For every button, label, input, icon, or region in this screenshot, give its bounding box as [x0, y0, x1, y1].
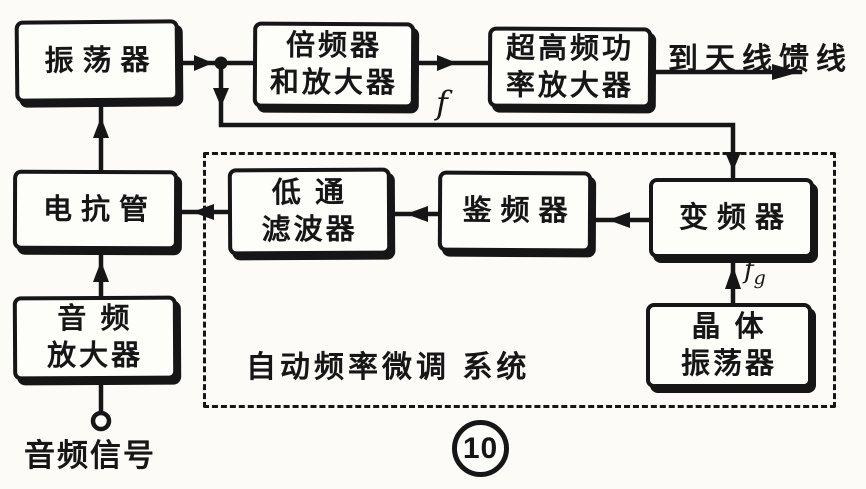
- block-discriminator-label: 鉴频器: [462, 194, 577, 228]
- block-multiplier-amplifier: 倍频器 和放大器: [252, 21, 416, 109]
- block-low-pass-filter-label: 低 通 滤波器: [261, 176, 358, 246]
- block-oscillator-label: 振荡器: [44, 43, 159, 77]
- junction-dot: [214, 56, 228, 70]
- arrowhead-into-oscillator-up: [93, 117, 109, 138]
- arrowhead-into-junction-right: [194, 55, 213, 71]
- figure-number-badge: 10: [452, 420, 509, 477]
- fg-base: f: [744, 255, 754, 285]
- block-frequency-converter: 变频器: [649, 178, 814, 258]
- block-crystal-oscillator: 晶 体 振荡器: [646, 303, 812, 388]
- block-multiplier-amplifier-label: 倍频器 和放大器: [269, 29, 398, 100]
- block-oscillator: 振荡器: [14, 19, 180, 103]
- block-low-pass-filter: 低 通 滤波器: [227, 167, 392, 256]
- block-audio-amplifier: 音 频 放大器: [12, 295, 178, 381]
- fg-subscript: g: [753, 267, 766, 290]
- arrowhead-into-converter-top: [725, 152, 741, 171]
- arrowhead-lpf-to-reactance-left: [192, 204, 214, 220]
- to-antenna-feeder-label: 到天线馈线: [668, 43, 853, 76]
- figure-number: 10: [462, 431, 499, 465]
- arrowhead-into-reactance-up: [93, 261, 109, 282]
- arrowhead-multiplier-to-uhf-right: [437, 55, 457, 71]
- afc-system-label: 自动频率微调 系统: [246, 351, 531, 384]
- block-reactance-tube: 电抗管: [12, 169, 179, 251]
- block-frequency-converter-label: 变频器: [678, 201, 793, 234]
- arrowhead-converter-to-discriminator-left: [608, 212, 630, 228]
- block-uhf-power-amplifier-label: 超高频功 率放大器: [505, 32, 635, 102]
- block-uhf-power-amplifier: 超高频功 率放大器: [487, 26, 653, 109]
- frequency-f-label: f: [436, 84, 448, 122]
- block-audio-amplifier-label: 音 频 放大器: [46, 302, 144, 373]
- afc-system-dashed-boundary: [203, 152, 836, 408]
- block-discriminator: 鉴频器: [437, 170, 593, 253]
- audio-signal-label: 音频信号: [24, 438, 156, 473]
- arrowhead-discriminator-to-lpf-left: [406, 206, 428, 222]
- arrowhead-to-antenna-right: [772, 64, 800, 80]
- arrowhead-feedback-down: [213, 88, 229, 107]
- block-reactance-tube-label: 电抗管: [42, 193, 158, 226]
- arrowhead-into-converter-up: [725, 266, 741, 289]
- block-crystal-oscillator-label: 晶 体 振荡器: [680, 310, 777, 380]
- frequency-fg-label: fg: [744, 255, 766, 288]
- audio-signal-terminal: [90, 410, 112, 432]
